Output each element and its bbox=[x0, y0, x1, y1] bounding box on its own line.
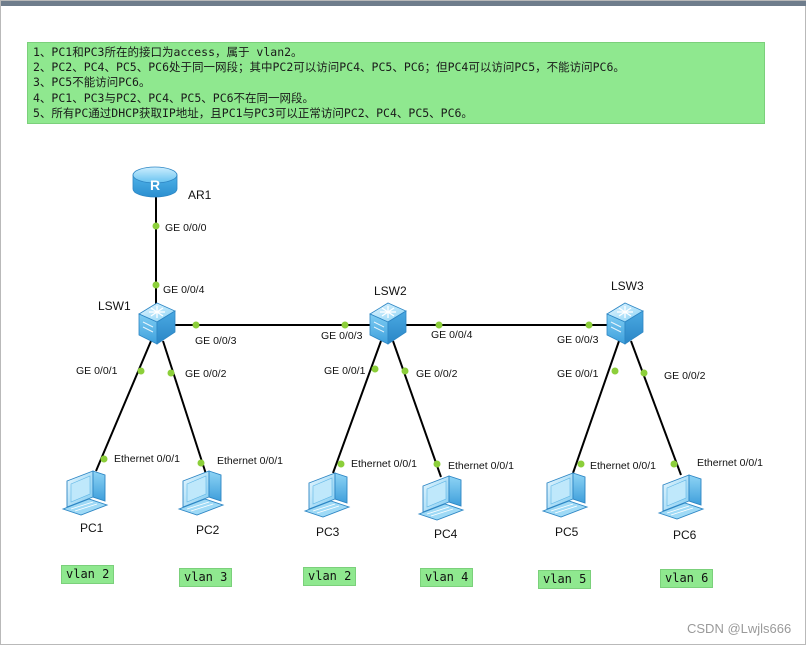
pc-icon-pc3[interactable] bbox=[304, 472, 350, 518]
vlan-tag-pc6: vlan 6 bbox=[660, 569, 714, 588]
link-lsw2-pc4 bbox=[392, 340, 442, 478]
port-dot bbox=[197, 459, 205, 467]
vlan-tag-pc1: vlan 2 bbox=[61, 565, 115, 584]
port-label: GE 0/0/4 bbox=[163, 284, 205, 296]
port-dot bbox=[137, 367, 145, 375]
port-label: GE 0/0/1 bbox=[324, 365, 366, 377]
port-label: GE 0/0/0 bbox=[165, 222, 207, 234]
link-lsw1-pc2 bbox=[162, 340, 207, 475]
link-lsw1-pc1 bbox=[95, 340, 152, 472]
port-label: GE 0/0/2 bbox=[664, 370, 706, 382]
watermark: CSDN @Lwjls666 bbox=[687, 621, 792, 636]
top-strip bbox=[1, 1, 806, 6]
port-dot bbox=[577, 460, 585, 468]
port-label: GE 0/0/2 bbox=[185, 368, 227, 380]
switch-icon-lsw1[interactable] bbox=[138, 302, 176, 345]
pc-label-pc5: PC5 bbox=[555, 525, 579, 539]
requirement-line-1: 1、PC1和PC3所在的接口为access，属于 vlan2。 bbox=[33, 45, 303, 59]
vlan-tag-pc4: vlan 4 bbox=[420, 568, 474, 587]
vlan-tag-pc3: vlan 2 bbox=[303, 567, 357, 586]
requirement-line-5: 5、所有PC通过DHCP获取IP地址，且PC1与PC3可以正常访问PC2、PC4… bbox=[33, 105, 473, 120]
port-dot bbox=[341, 321, 349, 329]
port-label: Ethernet 0/0/1 bbox=[590, 460, 656, 472]
port-label: GE 0/0/3 bbox=[321, 330, 363, 342]
pc-label-pc2: PC2 bbox=[196, 523, 220, 537]
requirement-line-3: 3、PC5不能访问PC6。 bbox=[33, 75, 151, 90]
port-label: GE 0/0/2 bbox=[416, 368, 458, 380]
port-dot bbox=[435, 321, 443, 329]
port-dot bbox=[433, 460, 441, 468]
port-dot bbox=[371, 365, 379, 373]
svg-text:R: R bbox=[150, 177, 160, 193]
port-dot bbox=[192, 321, 200, 329]
pc-label-pc3: PC3 bbox=[316, 525, 340, 539]
port-dot bbox=[670, 460, 678, 468]
port-dot bbox=[167, 369, 175, 377]
requirement-line-2: 2、PC2、PC4、PC5、PC6处于同一网段；其中PC2可以访问PC4、PC5… bbox=[33, 60, 625, 75]
port-label: Ethernet 0/0/1 bbox=[351, 458, 417, 470]
pc-icon-pc4[interactable] bbox=[418, 475, 464, 521]
port-dot bbox=[640, 369, 648, 377]
port-label: GE 0/0/3 bbox=[557, 334, 599, 346]
switch-icon-lsw3[interactable] bbox=[606, 302, 644, 345]
link-lsw3-pc6 bbox=[630, 340, 682, 476]
link-lsw2-pc3 bbox=[332, 340, 382, 474]
port-dot bbox=[611, 367, 619, 375]
port-label: Ethernet 0/0/1 bbox=[697, 457, 763, 469]
port-label: Ethernet 0/0/1 bbox=[448, 460, 514, 472]
router-label: AR1 bbox=[188, 188, 212, 202]
switch-label-lsw2: LSW2 bbox=[374, 284, 407, 298]
requirement-line-4: 4、PC1、PC3与PC2、PC4、PC5、PC6不在同一网段。 bbox=[33, 90, 315, 105]
port-dot bbox=[152, 281, 160, 289]
port-dot bbox=[401, 367, 409, 375]
port-label: GE 0/0/1 bbox=[76, 365, 118, 377]
link-lsw3-pc5 bbox=[572, 340, 620, 474]
port-dot bbox=[585, 321, 593, 329]
port-label: GE 0/0/1 bbox=[557, 368, 599, 380]
vlan-tag-pc2: vlan 3 bbox=[179, 568, 233, 587]
pc-icon-pc5[interactable] bbox=[542, 472, 588, 518]
pc-icon-pc1[interactable] bbox=[62, 470, 108, 516]
switch-label-lsw3: LSW3 bbox=[611, 279, 644, 293]
port-dot bbox=[337, 460, 345, 468]
switch-label-lsw1: LSW1 bbox=[98, 299, 131, 313]
pc-icon-pc6[interactable] bbox=[658, 474, 704, 520]
port-dot bbox=[152, 222, 160, 230]
pc-label-pc6: PC6 bbox=[673, 528, 697, 542]
port-label: GE 0/0/4 bbox=[431, 329, 473, 341]
port-label: Ethernet 0/0/1 bbox=[217, 455, 283, 467]
vlan-tag-pc5: vlan 5 bbox=[538, 570, 592, 589]
pc-label-pc1: PC1 bbox=[80, 521, 104, 535]
pc-icon-pc2[interactable] bbox=[178, 470, 224, 516]
switch-icon-lsw2[interactable] bbox=[369, 302, 407, 345]
port-label: GE 0/0/3 bbox=[195, 335, 237, 347]
port-label: Ethernet 0/0/1 bbox=[114, 453, 180, 465]
pc-label-pc4: PC4 bbox=[434, 527, 458, 541]
requirements-box: 1、PC1和PC3所在的接口为access，属于 vlan2。 2、PC2、PC… bbox=[27, 42, 765, 124]
port-dot bbox=[100, 455, 108, 463]
router-icon[interactable]: R bbox=[132, 166, 178, 198]
